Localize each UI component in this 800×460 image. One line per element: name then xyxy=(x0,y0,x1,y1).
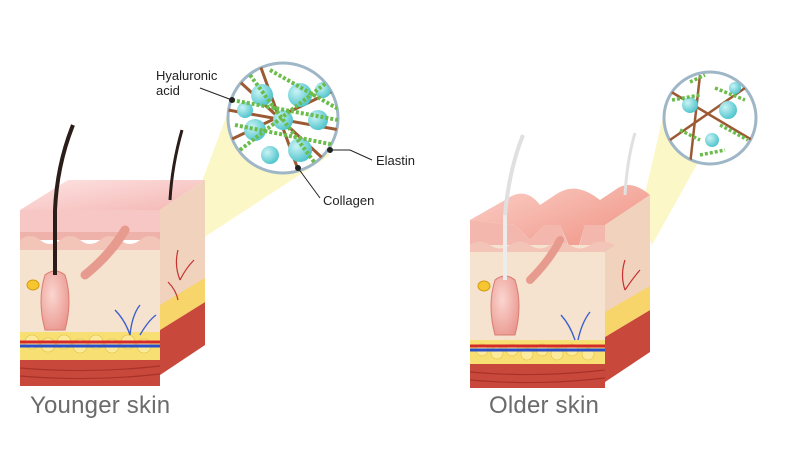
epidermis xyxy=(20,210,160,232)
label-collagen: Collagen xyxy=(323,193,374,208)
older-zoom-circle xyxy=(664,72,756,164)
label-hyaluronic-line1: Hyaluronic xyxy=(156,68,217,83)
label-elastin: Elastin xyxy=(376,153,415,168)
label-hyaluronic-line2: acid xyxy=(156,83,180,98)
caption-older-skin: Older skin xyxy=(489,392,599,420)
younger-skin-block xyxy=(20,63,340,386)
muscle-layer xyxy=(20,360,160,386)
dermis xyxy=(20,250,160,332)
label-hyaluronic-acid: Hyaluronic acid xyxy=(156,68,217,98)
older-skin-block xyxy=(470,72,756,388)
caption-younger-skin: Younger skin xyxy=(30,392,170,420)
